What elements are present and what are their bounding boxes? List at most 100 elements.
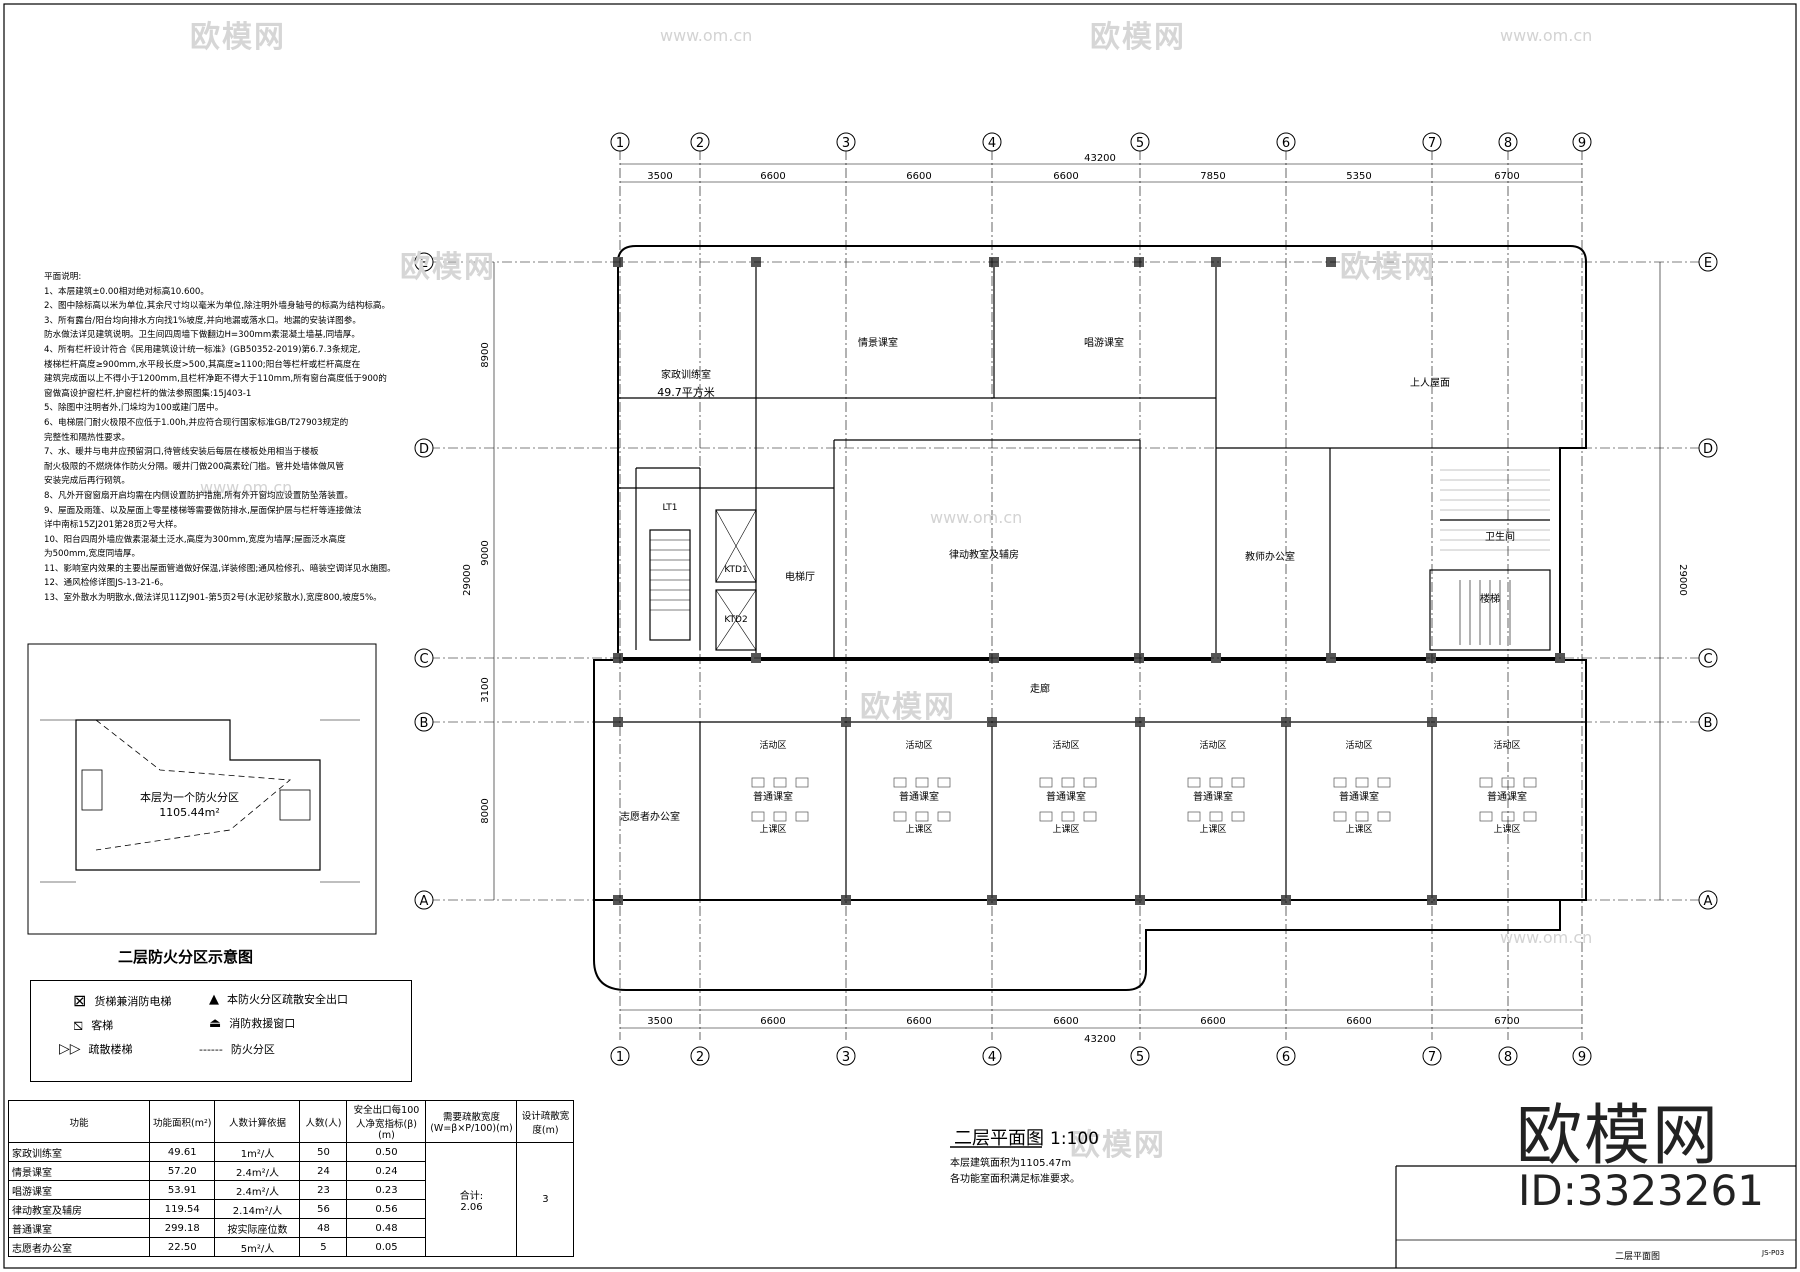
cell: 2.4m²/人 [214, 1180, 301, 1200]
grid-label: 1 [616, 1050, 624, 1065]
watermark-url: www.om.cn [930, 508, 1023, 527]
grid-label: 5 [1136, 1050, 1144, 1065]
header-cell: 人数计算依据 [214, 1100, 301, 1143]
legend-item: ⧅ 客梯 [73, 1015, 113, 1035]
cell: 家政训练室 [8, 1142, 150, 1162]
note-line: 1、本层建筑±0.00相对绝对标高10.600。 [44, 286, 209, 297]
watermark-brand: 欧模网 [1090, 20, 1186, 55]
note-line: 9、屋面及雨篷、以及屋面上零星楼梯等需要做防排水,屋面保护层与栏杆等连接做法 [44, 505, 362, 516]
plan-scale: 1:100 [1050, 1129, 1099, 1149]
title-block-frame [950, 1146, 1796, 1268]
dimension-label: 29000 [1677, 564, 1688, 596]
room-label: 普通课室 [1046, 790, 1086, 803]
room-label: 普通课室 [753, 790, 793, 803]
fire-zone-diagram [27, 643, 377, 935]
room-label: 唱游课室 [1084, 336, 1124, 349]
watermark-url: www.om.cn [200, 478, 293, 497]
grid-label: D [419, 442, 429, 457]
legend-label: 消防救援窗口 [229, 1017, 296, 1030]
note-line: 详中南标15ZJ201第28页2号大样。 [44, 520, 183, 531]
sheet-name: 二层平面图 [1615, 1252, 1661, 1262]
cell: 57.20 [148, 1161, 216, 1181]
grid-label: 8 [1504, 136, 1512, 151]
room-label: 志愿者办公室 [620, 810, 680, 823]
fire-zone-area-label: 本层为一个防火分区 [140, 791, 239, 804]
note-line: 楼梯栏杆高度≥900mm,水平段长度>500,其高度≥1100;阳台等栏杆或栏杆… [44, 359, 361, 370]
occupancy-table: 功能 功能面积(m²) 人数计算依据 人数(人) 安全出口每100人净宽指标(β… [8, 1100, 575, 1257]
header-cell: 安全出口每100人净宽指标(β)(m) [346, 1100, 427, 1143]
dimension-label: 6700 [1494, 171, 1519, 182]
note-line: 13、室外散水为明散水,做法详见11ZJ901-第5页2号(水泥砂浆散水),宽度… [44, 593, 382, 604]
cell: 唱游课室 [8, 1180, 150, 1200]
legend-label: 疏散楼梯 [88, 1043, 133, 1056]
plan-note-line: 本层建筑面积为1105.47m [950, 1158, 1072, 1169]
watermark-url: www.om.cn [1500, 26, 1593, 45]
cell: 23 [299, 1180, 348, 1200]
header-cell: 功能 [8, 1100, 150, 1143]
dimension-label: 5350 [1346, 171, 1371, 182]
grid-bubble [1130, 132, 1150, 152]
table-row: 志愿者办公室 22.50 5m²/人 5 0.05 [8, 1237, 574, 1257]
fire-zone-area-value: 1105.44m² [159, 806, 220, 819]
grid-bubble [1130, 1046, 1150, 1066]
room-area-label: 49.7平方米 [657, 385, 715, 399]
cell: 48 [299, 1218, 348, 1238]
grid-bubble [414, 252, 434, 272]
dimension-label: 43200 [1084, 153, 1116, 164]
fire-zone-title: 二层防火分区示意图 [118, 948, 254, 966]
room-label: 普通课室 [1487, 790, 1527, 803]
dimension-label: 3500 [647, 1016, 672, 1027]
grid-bubble [1698, 438, 1718, 458]
grid-label: 7 [1428, 136, 1436, 151]
legend-item: ------ 防火分区 [199, 1041, 275, 1057]
safety-exit-icon: ▲ [209, 991, 219, 1007]
cell: 49.61 [148, 1142, 216, 1162]
room-label: 情景课室 [858, 336, 898, 349]
fire-zone-area: 本层为一个防火分区 1105.44m² [140, 790, 239, 820]
dimension-label: 6600 [1053, 1016, 1078, 1027]
dimension-label: 6600 [906, 171, 931, 182]
cell: 1m²/人 [214, 1142, 301, 1162]
grid-label: C [419, 652, 428, 667]
grid-bubble [414, 438, 434, 458]
cell: 按实际座位数 [214, 1218, 301, 1238]
grid-bubble [690, 132, 710, 152]
room-label: 活动区 [1052, 739, 1079, 751]
cell: 普通课室 [8, 1218, 150, 1238]
note-line: 3、所有露台/阳台均向排水方向找1%坡度,并向地漏或落水口。地漏的安装详图参。 [44, 315, 361, 326]
dimension-label: 9000 [480, 540, 491, 565]
legend-item: ⊠ 货梯兼消防电梯 [73, 991, 171, 1010]
note-line: 2、图中除标高以米为单位,其余尺寸均以毫米为单位,除注明外墙身轴号的标高为结构标… [44, 301, 391, 312]
room-label: KTD2 [724, 615, 747, 625]
dimension-label: 6600 [1200, 1016, 1225, 1027]
grid-bubble [1276, 132, 1296, 152]
note-line: 完整性和隔热性要求。 [44, 432, 130, 443]
cell: 情景课室 [8, 1161, 150, 1181]
grid-bubble [836, 132, 856, 152]
dimension-label: 7850 [1200, 171, 1225, 182]
room-label: 上课区 [1345, 824, 1372, 835]
legend-item: ⏏ 消防救援窗口 [209, 1015, 295, 1031]
watermark-url: www.om.cn [1500, 928, 1593, 947]
grid-bubble [982, 132, 1002, 152]
cell: 律动教室及辅房 [8, 1199, 150, 1219]
grid-label: E [420, 256, 428, 271]
room-label: 上课区 [905, 824, 932, 835]
note-line: 10、阳台四周外墙应做素混凝土泛水,高度为300mm,宽度为墙厚;屋面泛水高度 [44, 534, 346, 545]
grid-label: B [420, 716, 429, 731]
grid-bubble [414, 648, 434, 668]
room-label: 普通课室 [1193, 790, 1233, 803]
note-line: 6、电梯层门耐火极限不应低于1.00h,并应符合现行国家标准GB/T27903规… [44, 417, 349, 428]
grid-label: C [1703, 652, 1712, 667]
watermark-brand: 欧模网 [1070, 1128, 1166, 1163]
dimension-label: 43200 [1084, 1034, 1116, 1045]
room-label: 活动区 [1493, 739, 1520, 751]
interior-walls [594, 262, 1586, 900]
cell: 299.18 [148, 1218, 216, 1238]
grid-label: 1 [616, 136, 624, 151]
grid-bubble [610, 1046, 630, 1066]
grid-label: 7 [1428, 1050, 1436, 1065]
grid-bubble [1498, 1046, 1518, 1066]
cell: 0.56 [346, 1199, 427, 1219]
